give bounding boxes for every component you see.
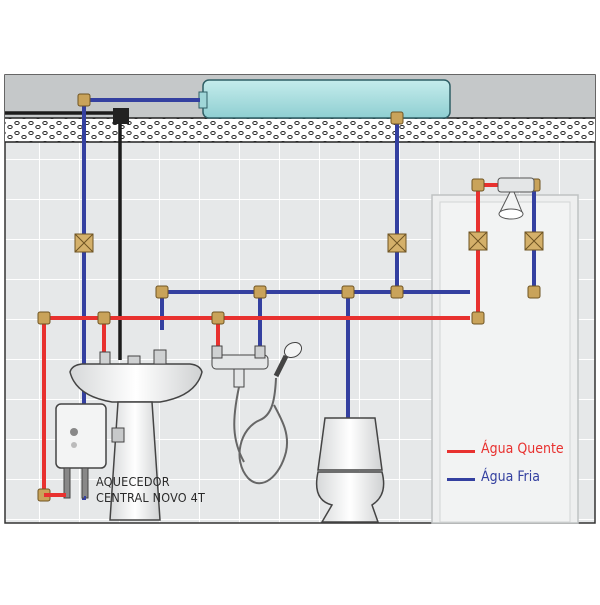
legend-hot-label: Água Quente	[481, 441, 564, 457]
legend: Água Quente Água Fria	[447, 438, 597, 494]
toilet	[315, 417, 385, 523]
legend-cold-label: Água Fria	[481, 469, 540, 485]
valve-shower-cold	[524, 231, 544, 251]
legend-cold-swatch	[447, 478, 475, 481]
legend-hot-swatch	[447, 450, 475, 453]
valve-shower-hot	[468, 231, 488, 251]
hand-shower-icon	[233, 341, 303, 485]
shower-head-icon	[497, 177, 535, 220]
heater-label-line1: AQUECEDOR	[96, 474, 170, 489]
valve-tank-outlet	[387, 233, 407, 253]
valve-cold-main	[74, 233, 94, 253]
shower-enclosure	[431, 194, 579, 524]
heater-connections	[44, 493, 86, 500]
water-heater-device	[55, 403, 125, 499]
wall-mixer-tap	[211, 345, 269, 388]
water-tank	[198, 79, 451, 119]
heater-label: AQUECEDOR CENTRAL NOVO 4T	[96, 474, 286, 506]
legend-item-hot: Água Quente	[447, 438, 597, 466]
heater-label-line2: CENTRAL NOVO 4T	[96, 490, 206, 505]
legend-item-cold: Água Fria	[447, 466, 597, 494]
